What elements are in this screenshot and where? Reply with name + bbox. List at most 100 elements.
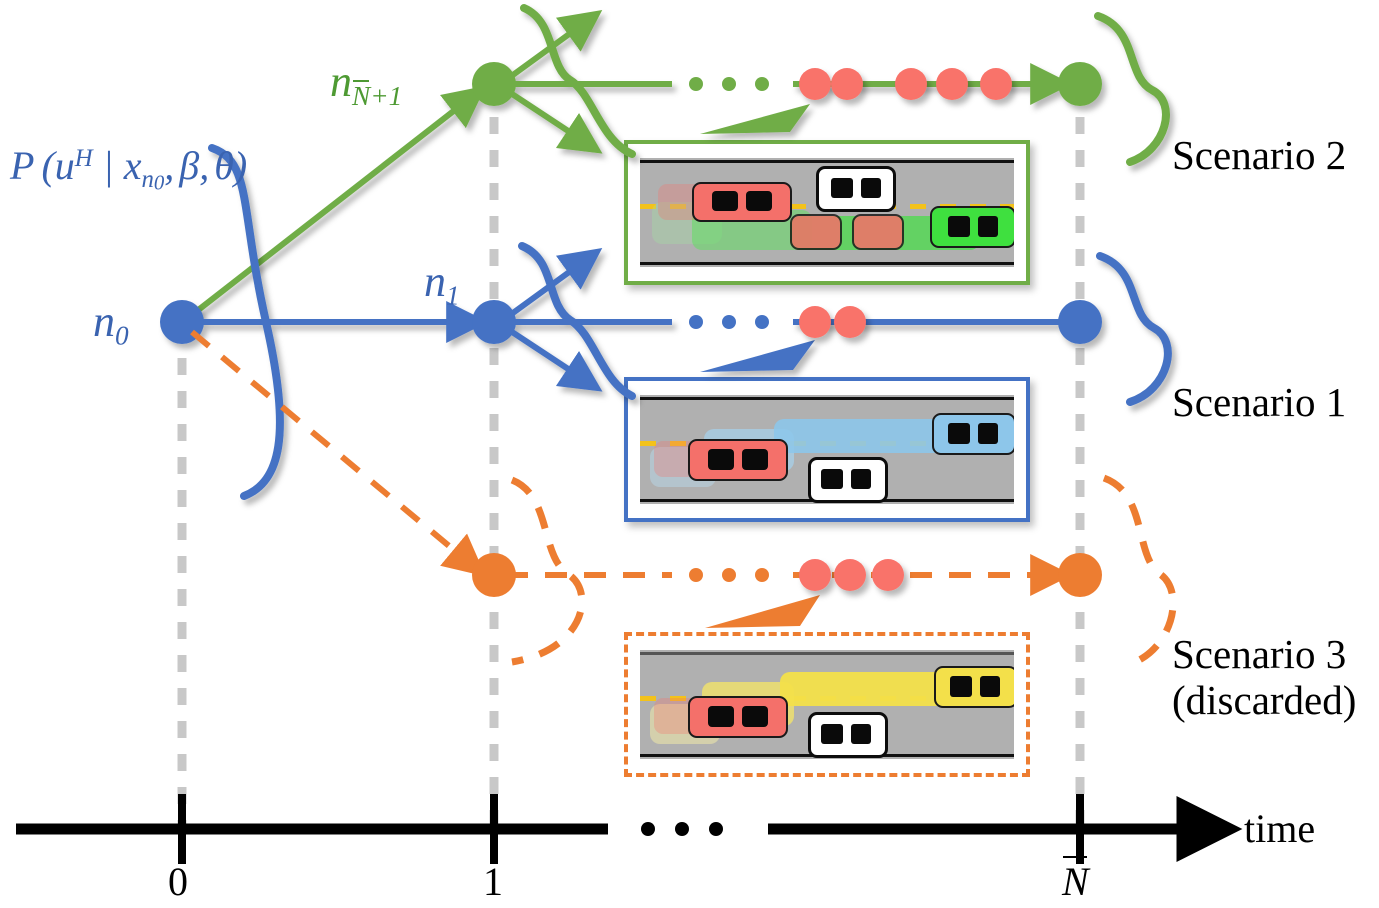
green-gaussian-at-branch xyxy=(520,4,636,158)
scenario-3-text: Scenario 3 xyxy=(1172,631,1347,677)
vehicle-window xyxy=(742,449,768,470)
road-edge-top xyxy=(640,652,1014,655)
branch-scenario-2 xyxy=(186,4,1170,321)
ego-vehicle xyxy=(932,413,1014,455)
n1-subscript: 1 xyxy=(446,280,460,311)
vehicle-window xyxy=(980,676,1000,697)
orange-gaussian-at-n1o xyxy=(510,476,586,666)
orange-sample-dots xyxy=(799,559,904,591)
green-gaussian-terminal xyxy=(1094,12,1170,166)
node-label-n1: n1 xyxy=(424,256,460,312)
other-vehicle xyxy=(790,214,842,250)
vehicle-window xyxy=(978,216,998,237)
n0-base: n xyxy=(93,297,115,346)
node-n1 xyxy=(472,300,516,344)
scenario-2-label: Scenario 2 xyxy=(1172,132,1347,179)
orange-inset-callout xyxy=(705,595,820,628)
sample-dot xyxy=(872,559,904,591)
sample-dot xyxy=(831,68,863,100)
scenario-2-text: Scenario 2 xyxy=(1172,132,1347,178)
road-edge-bottom xyxy=(640,262,1014,265)
ellipsis-dot xyxy=(689,77,703,91)
axis-ellipsis xyxy=(641,822,723,836)
prob-u-superscript: H xyxy=(74,145,93,173)
axis-tick-label-N: N xyxy=(1062,856,1089,905)
vehicle-window xyxy=(831,178,853,198)
green-ellipsis xyxy=(689,77,769,91)
vehicle-window xyxy=(712,191,738,211)
branch-scenario-1 xyxy=(160,144,1172,500)
scenario-1-label: Scenario 1 xyxy=(1172,379,1347,426)
prob-comma-2: , xyxy=(199,143,210,188)
prob-x-subscript: n xyxy=(141,165,154,193)
white-vehicle xyxy=(808,457,888,503)
ellipsis-dot xyxy=(709,822,723,836)
other-vehicle xyxy=(688,696,788,738)
vehicle-window xyxy=(708,449,734,470)
prob-x: x xyxy=(123,143,142,188)
axis-title-text: time xyxy=(1244,806,1316,851)
road-edge-top xyxy=(640,160,1014,163)
vehicle-window xyxy=(948,423,970,444)
prob-u: u xyxy=(54,143,75,188)
sample-dot xyxy=(799,559,831,591)
vehicle-window xyxy=(851,724,871,744)
axis-tick-label-0: 0 xyxy=(168,858,188,905)
nN-subscript: N+1 xyxy=(352,79,403,111)
prob-given-bar: | xyxy=(102,143,114,188)
scenario-1-text: Scenario 1 xyxy=(1172,379,1347,425)
vehicle-window xyxy=(821,724,843,744)
n-bar-overline: N xyxy=(352,79,371,111)
vehicle-window xyxy=(861,178,881,198)
ellipsis-dot xyxy=(641,822,655,836)
node-orange-terminal xyxy=(1058,553,1102,597)
green-sample-dots xyxy=(799,68,1012,100)
axis-title-time: time xyxy=(1244,805,1315,852)
branch-scenario-3 xyxy=(190,329,1177,668)
sample-dot xyxy=(799,306,831,338)
green-branch-arrow-down xyxy=(504,87,603,154)
node-nNbar xyxy=(472,62,516,106)
road-surface xyxy=(640,158,1014,267)
node-green-terminal xyxy=(1058,62,1102,106)
inset-scenario-1 xyxy=(624,377,1030,522)
sample-dot xyxy=(980,68,1012,100)
prob-theta: θ xyxy=(214,143,234,188)
orange-ellipsis xyxy=(689,568,769,582)
inset-scenario-3 xyxy=(624,632,1030,777)
vehicle-window xyxy=(978,423,998,444)
tick-N-text: N xyxy=(1062,856,1089,904)
green-inset-callout xyxy=(700,104,810,134)
node-blue-terminal xyxy=(1058,300,1102,344)
vehicle-window xyxy=(742,706,768,727)
prob-P: P xyxy=(10,143,35,188)
sample-dot xyxy=(834,559,866,591)
blue-branch-arrow-down xyxy=(504,325,603,392)
ellipsis-dot xyxy=(755,568,769,582)
prob-open-paren: ( xyxy=(41,143,55,188)
prob-beta: β xyxy=(179,143,200,188)
ellipsis-dot xyxy=(689,315,703,329)
blue-gaussian-at-n1 xyxy=(518,242,636,400)
node-label-nNbar: nN+1 xyxy=(330,56,402,112)
green-edge-n0-to-nN xyxy=(186,85,487,321)
orange-edge-n0-to-n1o xyxy=(190,329,486,577)
white-vehicle xyxy=(816,166,896,212)
other-vehicle xyxy=(692,182,792,222)
sample-dot xyxy=(834,306,866,338)
blue-sample-dots xyxy=(799,306,866,338)
scenario-3-note: (discarded) xyxy=(1172,676,1357,723)
probability-label: P(uH|xn0,β,θ) xyxy=(10,142,247,195)
vehicle-window xyxy=(746,191,772,211)
green-branch-arrow-up xyxy=(504,10,603,83)
sample-dot xyxy=(799,68,831,100)
nN-base: n xyxy=(330,57,352,106)
sample-dot xyxy=(936,68,968,100)
ellipsis-dot xyxy=(722,77,736,91)
other-vehicle xyxy=(852,214,904,250)
ego-vehicle xyxy=(930,206,1014,248)
prob-close-paren: ) xyxy=(233,143,248,188)
n1-base: n xyxy=(424,257,446,306)
road-surface xyxy=(640,395,1014,504)
